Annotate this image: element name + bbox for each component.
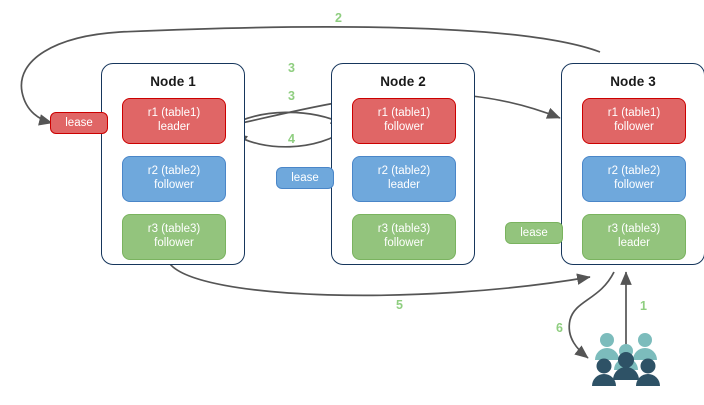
node-3-replica-r1-name: r1 (table1) (607, 107, 661, 120)
node-2-replica-r2-name: r2 (table2) (377, 165, 431, 178)
node-3-replica-r1-role: follower (614, 121, 654, 133)
step-label-2: 2 (335, 11, 342, 25)
edge-step-5 (169, 263, 591, 297)
node-1-replica-r2[interactable]: r2 (table2) follower (122, 156, 226, 202)
node-1-title: Node 1 (150, 74, 196, 89)
lease-r2[interactable]: lease (276, 167, 334, 189)
node-1-replica-r3-name: r3 (table3) (147, 223, 201, 236)
node-1[interactable]: Node 1 r1 (table1) leader r2 (table2) fo… (101, 63, 245, 265)
node-2-title: Node 2 (380, 74, 426, 89)
step-label-1: 1 (640, 299, 647, 313)
node-1-replica-r3[interactable]: r3 (table3) follower (122, 214, 226, 260)
node-3-replica-r3-name: r3 (table3) (607, 223, 661, 236)
node-3-replica-r2-name: r2 (table2) (607, 165, 661, 178)
node-3-replica-r3-role: leader (618, 237, 650, 249)
node-2-replica-r2-role: leader (388, 179, 420, 191)
node-1-replica-r2-role: follower (154, 179, 194, 191)
node-2-replica-r3-role: follower (384, 237, 424, 249)
node-2-replica-r3-name: r3 (table3) (377, 223, 431, 236)
step-label-3b: 3 (288, 89, 295, 103)
node-1-replica-r3-role: follower (154, 237, 194, 249)
node-1-replica-r1-role: leader (158, 121, 190, 133)
node-2-replica-r2[interactable]: r2 (table2) leader (352, 156, 456, 202)
step-label-5: 5 (396, 298, 403, 312)
step-label-4: 4 (288, 132, 295, 146)
node-3-replica-r2-role: follower (614, 179, 654, 191)
node-3[interactable]: Node 3 r1 (table1) follower r2 (table2) … (561, 63, 704, 265)
step-label-6: 6 (556, 321, 563, 335)
users-icon (592, 333, 660, 386)
lease-r1[interactable]: lease (50, 112, 108, 134)
lease-r3[interactable]: lease (505, 222, 563, 244)
step-label-3a: 3 (288, 61, 295, 75)
node-2-replica-r3[interactable]: r3 (table3) follower (352, 214, 456, 260)
node-3-title: Node 3 (610, 74, 656, 89)
node-1-replica-r1-name: r1 (table1) (147, 107, 201, 120)
node-2-replica-r1[interactable]: r1 (table1) follower (352, 98, 456, 144)
node-1-replica-r1[interactable]: r1 (table1) leader (122, 98, 226, 144)
node-3-replica-r2[interactable]: r2 (table2) follower (582, 156, 686, 202)
node-1-replica-r2-name: r2 (table2) (147, 165, 201, 178)
edge-step-3-node2 (227, 111, 345, 128)
node-2[interactable]: Node 2 r1 (table1) follower r2 (table2) … (331, 63, 475, 265)
node-3-replica-r1[interactable]: r1 (table1) follower (582, 98, 686, 144)
node-3-replica-r3[interactable]: r3 (table3) leader (582, 214, 686, 260)
node-2-replica-r1-role: follower (384, 121, 424, 133)
node-2-replica-r1-name: r1 (table1) (377, 107, 431, 120)
